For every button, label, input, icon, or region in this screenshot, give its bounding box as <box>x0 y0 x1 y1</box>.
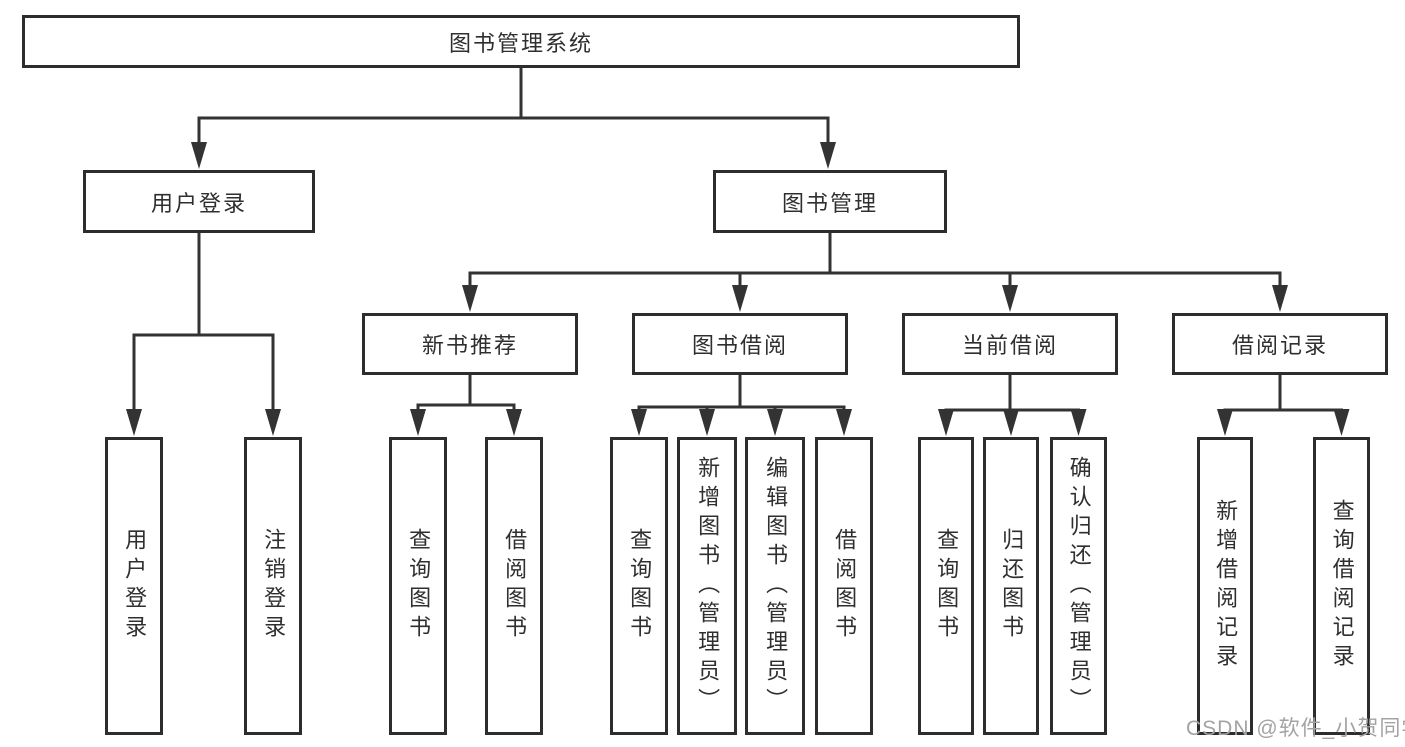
leaf-logout-label: 注销登录 <box>261 528 287 644</box>
leaf-query-books-recommend: 查询图书 <box>389 437 447 735</box>
leaf-query-books-borrow: 查询图书 <box>610 437 668 735</box>
node-book-management-label: 图书管理 <box>781 190 878 216</box>
leaf-query-books-current: 查询图书 <box>918 437 974 735</box>
leaf-add-books-admin-label: 新增图书（管理员） <box>695 455 721 717</box>
leaf-return-books: 归还图书 <box>983 437 1039 735</box>
leaf-query-borrow-record: 查询借阅记录 <box>1313 437 1370 735</box>
leaf-return-books-label: 归还图书 <box>999 528 1025 644</box>
leaf-add-borrow-record: 新增借阅记录 <box>1197 437 1253 735</box>
node-user-login-label: 用户登录 <box>150 190 247 216</box>
node-borrow-records-label: 借阅记录 <box>1231 333 1328 358</box>
leaf-query-borrow-record-label: 查询借阅记录 <box>1329 499 1355 673</box>
watermark: CSDN @软件_小贺同学 <box>1186 717 1405 740</box>
node-borrow-records: 借阅记录 <box>1172 313 1388 375</box>
leaf-add-borrow-record-label: 新增借阅记录 <box>1213 499 1239 673</box>
node-book-management: 图书管理 <box>713 170 947 233</box>
leaf-add-books-admin: 新增图书（管理员） <box>677 437 737 735</box>
leaf-edit-books-admin-label: 编辑图书（管理员） <box>763 455 789 717</box>
node-user-login: 用户登录 <box>83 170 315 233</box>
leaf-edit-books-admin: 编辑图书（管理员） <box>745 437 805 735</box>
leaf-confirm-return-admin-label: 确认归还（管理员） <box>1066 455 1092 717</box>
node-root-label: 图书管理系统 <box>448 30 593 56</box>
node-book-borrow-label: 图书借阅 <box>691 333 788 358</box>
leaf-query-books-recommend-label: 查询图书 <box>406 528 432 644</box>
leaf-user-login: 用户登录 <box>105 437 163 735</box>
node-root: 图书管理系统 <box>22 15 1020 68</box>
node-new-book-recommend-label: 新书推荐 <box>421 333 518 358</box>
leaf-logout: 注销登录 <box>244 437 302 735</box>
node-current-borrow-label: 当前借阅 <box>961 333 1058 358</box>
node-new-book-recommend: 新书推荐 <box>362 313 578 375</box>
leaf-query-books-borrow-label: 查询图书 <box>627 528 653 644</box>
leaf-borrow-books: 借阅图书 <box>815 437 873 735</box>
node-book-borrow: 图书借阅 <box>632 313 848 375</box>
leaf-confirm-return-admin: 确认归还（管理员） <box>1050 437 1107 735</box>
leaf-borrow-books-recommend-label: 借阅图书 <box>502 528 528 644</box>
node-current-borrow: 当前借阅 <box>902 313 1118 375</box>
leaf-borrow-books-label: 借阅图书 <box>832 528 858 644</box>
leaf-query-books-current-label: 查询图书 <box>934 528 960 644</box>
leaf-user-login-label: 用户登录 <box>122 528 148 644</box>
leaf-borrow-books-recommend: 借阅图书 <box>485 437 543 735</box>
